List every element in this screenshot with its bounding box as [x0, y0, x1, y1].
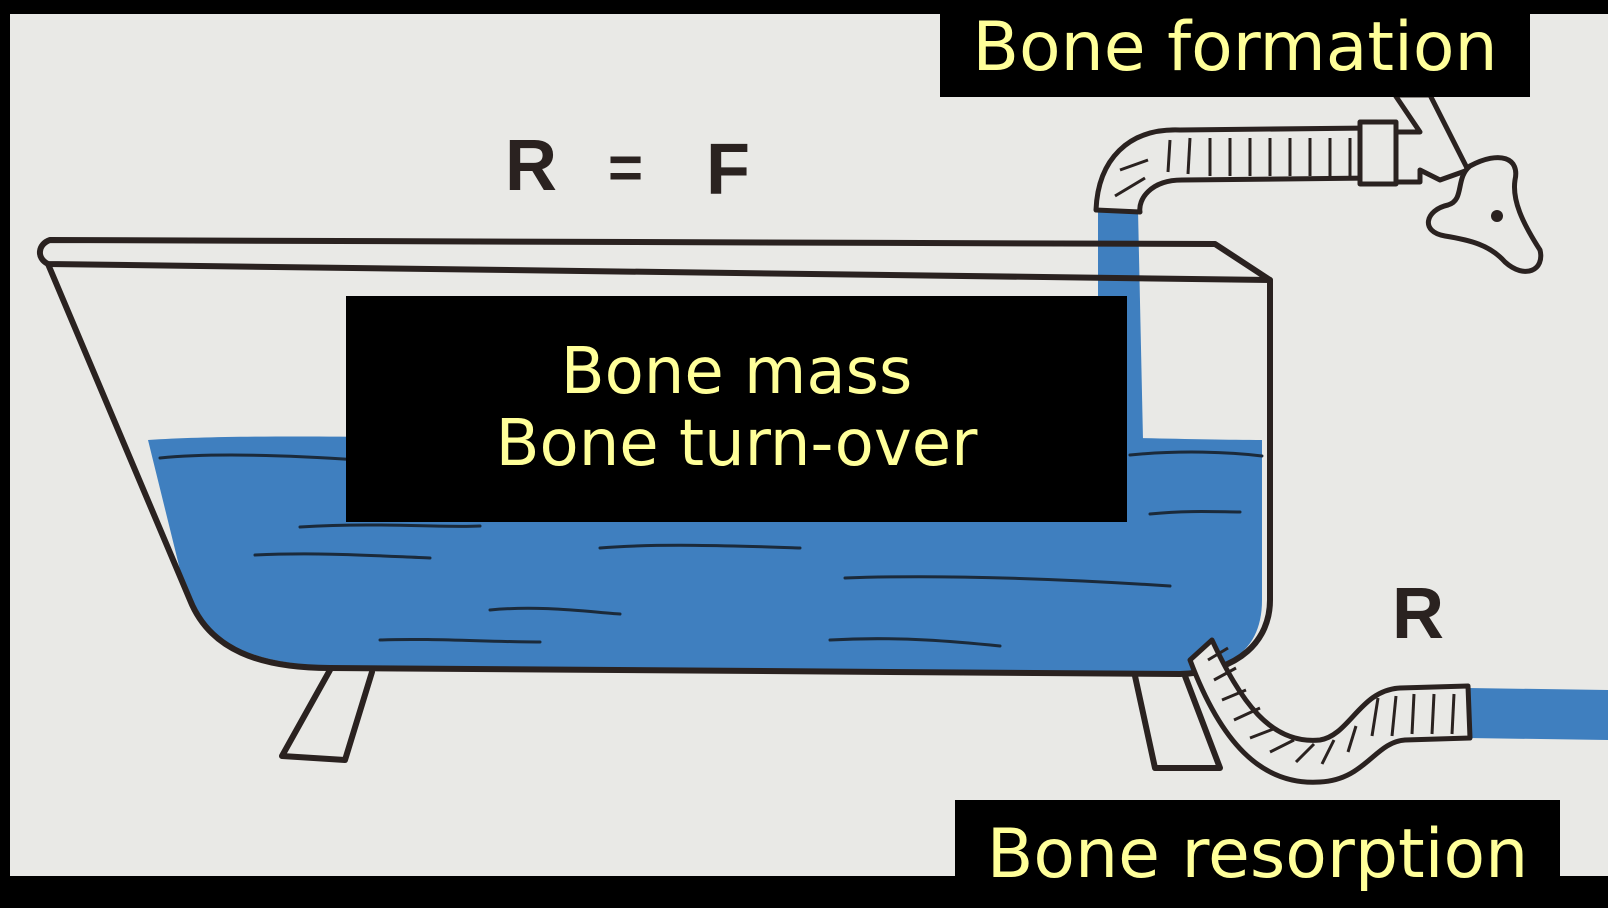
- formula-equals: =: [608, 134, 643, 201]
- outflow-water: [1468, 688, 1608, 740]
- ripple-line: [300, 525, 480, 527]
- hose-coupling: [1360, 122, 1396, 184]
- bone-resorption-text: Bone resorption: [987, 817, 1529, 893]
- outflow-r-label: R: [1392, 574, 1444, 654]
- tap-handle-screw: [1491, 210, 1503, 222]
- bone-mass-text: Bone mass: [561, 337, 913, 409]
- formula-r: R: [505, 126, 557, 206]
- bone-formation-label: Bone formation: [940, 0, 1530, 97]
- bone-mass-label: Bone mass Bone turn-over: [346, 296, 1127, 522]
- bone-turnover-text: Bone turn-over: [496, 409, 978, 481]
- bone-resorption-label: Bone resorption: [955, 800, 1560, 904]
- formula-f: F: [706, 130, 750, 210]
- bone-formation-text: Bone formation: [972, 10, 1497, 86]
